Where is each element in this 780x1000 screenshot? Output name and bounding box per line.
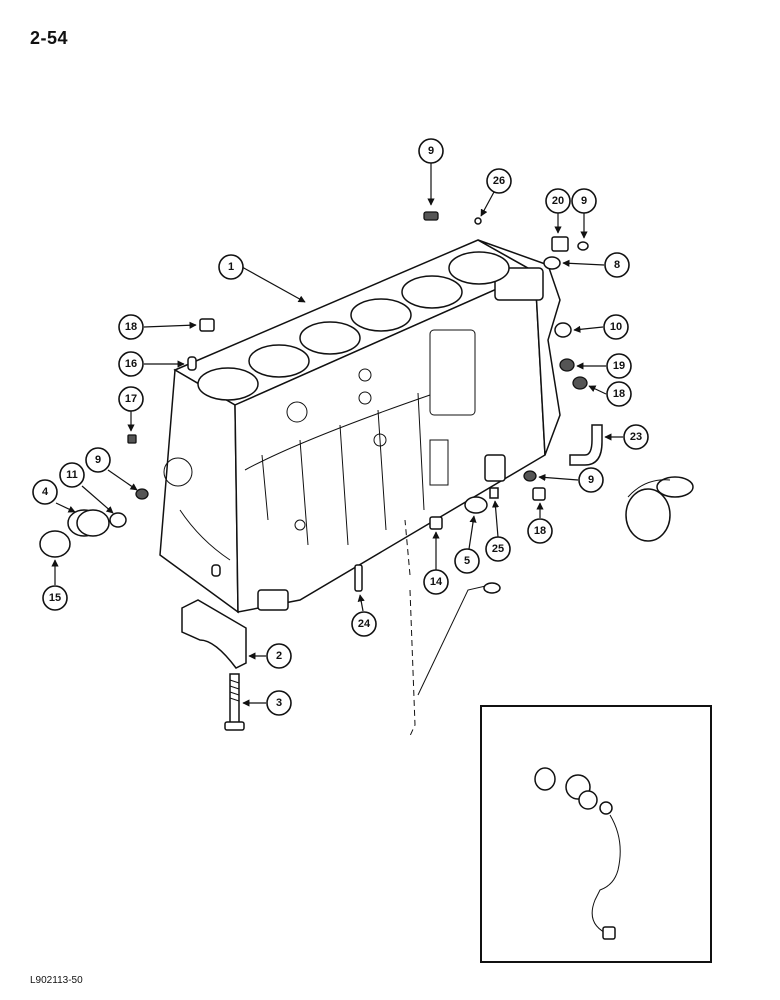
callout-2: 2: [266, 643, 292, 669]
svg-text:15: 15: [49, 592, 61, 604]
callout-19: 19: [606, 353, 632, 379]
svg-text:16: 16: [125, 358, 137, 370]
svg-text:9: 9: [588, 474, 594, 486]
callout-1: 1: [218, 254, 244, 280]
engine-block: [159, 239, 561, 614]
callout-9-right-top: 9: [571, 188, 597, 214]
svg-text:20: 20: [552, 195, 564, 207]
callout-15: 15: [42, 585, 68, 611]
callout-16: 16: [118, 351, 144, 377]
svg-text:4: 4: [42, 486, 49, 498]
callout-25: 26: [486, 168, 512, 194]
callout-leaders: [51, 163, 623, 707]
callout-9-left: 9: [85, 447, 111, 473]
cylinder-bores: [197, 251, 510, 401]
callout-10: 10: [603, 314, 629, 340]
callout-8: 8: [604, 252, 630, 278]
svg-text:24: 24: [358, 618, 371, 630]
callout-11: 11: [59, 462, 85, 488]
callout-18-right: 18: [606, 381, 632, 407]
svg-text:23: 23: [630, 431, 642, 443]
svg-text:25: 25: [492, 543, 504, 555]
svg-text:1: 1: [228, 261, 234, 273]
callout-5: 5: [454, 548, 480, 574]
page-number: 2-54: [30, 28, 69, 48]
callout-17: 17: [118, 386, 144, 412]
callout-14: 14: [423, 569, 449, 595]
callout-9-top: 9: [418, 138, 444, 164]
svg-text:11: 11: [66, 469, 78, 481]
svg-text:18: 18: [534, 525, 546, 537]
svg-text:5: 5: [464, 555, 470, 567]
callout-9-right-low: 9: [578, 467, 604, 493]
callout-4: 4: [32, 479, 58, 505]
svg-text:9: 9: [581, 195, 587, 207]
svg-text:14: 14: [430, 576, 443, 588]
svg-text:19: 19: [613, 360, 625, 372]
svg-text:18: 18: [613, 388, 625, 400]
svg-text:17: 17: [125, 393, 137, 405]
svg-text:3: 3: [276, 697, 282, 709]
callout-20: 20: [545, 188, 571, 214]
svg-text:9: 9: [428, 145, 434, 157]
svg-text:18: 18: [125, 321, 137, 333]
callout-3: 3: [266, 690, 292, 716]
svg-text:2: 2: [276, 650, 282, 662]
inset-detail: [534, 767, 621, 940]
callout-18-low: 18: [527, 518, 553, 544]
svg-text:8: 8: [614, 259, 620, 271]
callout-26: 25: [485, 536, 511, 562]
inset-frame: [480, 705, 712, 963]
svg-text:9: 9: [95, 454, 101, 466]
svg-text:10: 10: [610, 321, 622, 333]
svg-text:26: 26: [493, 175, 505, 187]
figure-code: L902113-50: [30, 975, 83, 986]
callout-23: 23: [623, 424, 649, 450]
callout-24: 24: [351, 611, 377, 637]
loose-parts: [39, 211, 694, 739]
callout-18-left: 18: [118, 314, 144, 340]
